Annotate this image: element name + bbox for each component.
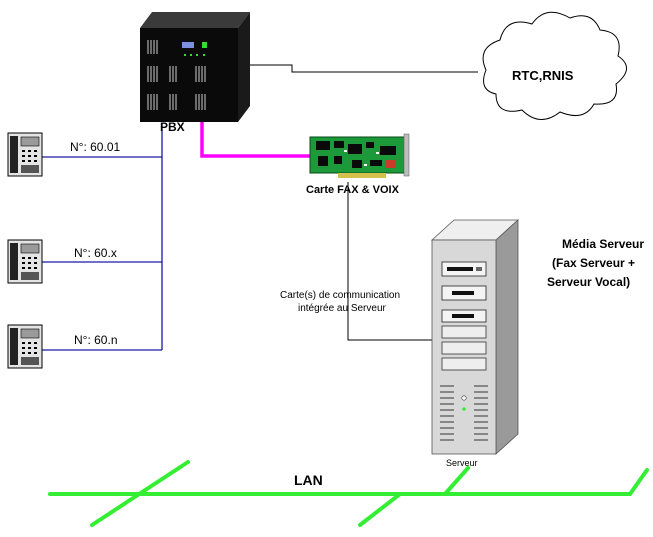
network-label: RTC,RNIS: [512, 68, 574, 83]
pbx-network-link: [238, 64, 478, 73]
integrated-card-label: intégrée au Serveur: [298, 303, 387, 314]
phone-number-label: N°: 60.n: [74, 333, 118, 347]
pbx-card-link: [200, 113, 310, 158]
lan-label: LAN: [294, 472, 323, 488]
power-button-icon: [461, 395, 467, 401]
phone-icon: [7, 239, 43, 284]
media-server-label: (Fax Serveur +: [552, 256, 635, 270]
media-server-label: Serveur Vocal): [547, 275, 630, 289]
fax-voice-card: [309, 133, 410, 178]
pstn-cloud: [482, 11, 627, 120]
phone-number-label: N°: 60.x: [74, 246, 117, 260]
card-label: Carte FAX & VOIX: [306, 184, 400, 196]
server-label: Serveur: [446, 458, 478, 468]
phone-icon: [7, 132, 43, 177]
lan-bus: [48, 460, 649, 527]
phone-number-label: N°: 60.01: [70, 140, 120, 154]
media-server-label: Média Serveur: [562, 237, 644, 251]
pbx-label: PBX: [160, 120, 185, 134]
server-tower: [430, 219, 520, 455]
power-led-icon: [462, 407, 466, 411]
integrated-card-label: Carte(s) de communication: [280, 290, 400, 301]
pbx-cabinet: [140, 12, 250, 122]
pbx-display: [182, 42, 194, 48]
card-server-link: [347, 182, 432, 341]
phone-icon: [7, 324, 43, 369]
